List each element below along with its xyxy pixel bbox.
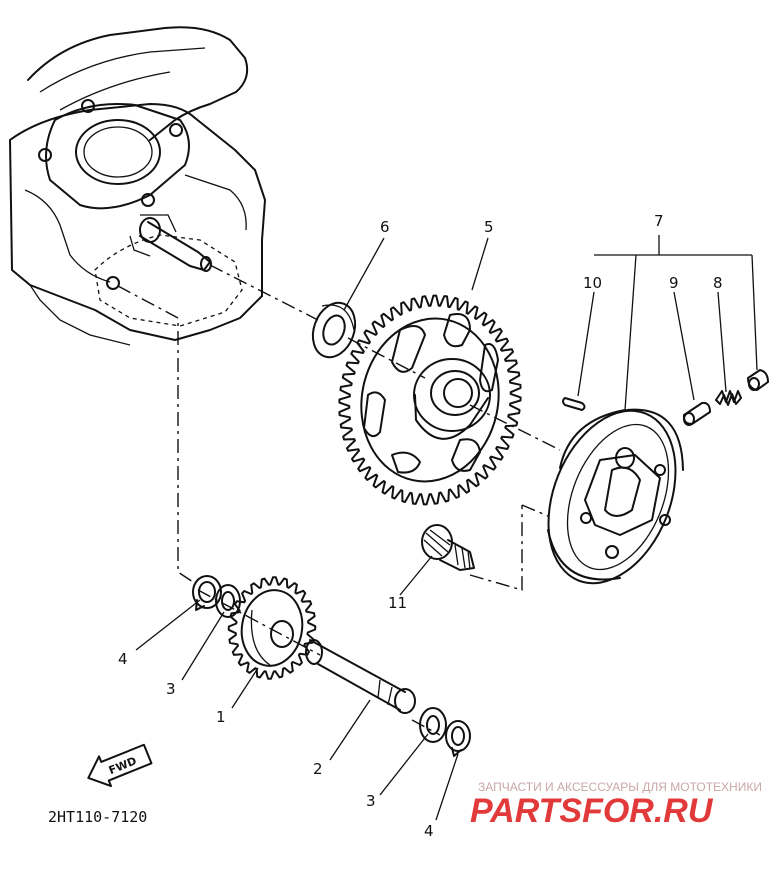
fwd-arrow: FWD: [87, 743, 153, 788]
assembly-center-lines: [117, 264, 561, 736]
callout-5: 5: [484, 218, 494, 236]
circlip-4-right: [445, 720, 471, 757]
callout-9: 9: [669, 274, 679, 292]
washer-3-right: [419, 707, 447, 743]
callout-3-right: 3: [366, 792, 376, 810]
gear-teeth-outline: [227, 576, 317, 680]
callout-2: 2: [313, 760, 323, 778]
callout-3-left: 3: [166, 680, 176, 698]
callout-7: 7: [654, 212, 664, 230]
watermark: ЗАПЧАСТИ И АКСЕССУАРЫ ДЛЯ МОТОТЕХНИКИ PA…: [470, 780, 762, 830]
callout-8: 8: [713, 274, 723, 292]
wheel-gear-5: [338, 294, 522, 506]
idler-gear-1: [227, 576, 317, 680]
roller-9: [682, 401, 711, 426]
spring-8: [715, 390, 742, 406]
callout-labels: 6 5 7 10 9 8 11 4 3 1 2 3 4: [118, 212, 723, 840]
bolt-11: [421, 524, 475, 571]
washer-6: [311, 301, 357, 359]
callout-6: 6: [380, 218, 390, 236]
callout-4-right: 4: [424, 822, 434, 840]
cap-8: [747, 369, 769, 391]
crankcase-drawing: [9, 26, 266, 346]
callout-11: 11: [388, 594, 407, 612]
callout-1: 1: [216, 708, 226, 726]
watermark-tagline: ЗАПЧАСТИ И АКСЕССУАРЫ ДЛЯ МОТОТЕХНИКИ: [478, 780, 762, 794]
roller-pin-10: [562, 397, 586, 411]
gear-teeth-outline: [338, 294, 522, 506]
crank-shaft-stub: [129, 214, 212, 272]
callout-10: 10: [583, 274, 602, 292]
cylinder-gasket: [38, 99, 190, 210]
idler-shaft-2: [305, 639, 416, 714]
leader-lines: [135, 235, 758, 821]
watermark-brand: PARTSFOR.RU: [470, 792, 714, 830]
drawing-code: 2HT110-7120: [48, 808, 147, 826]
clutch-assembly-7: [547, 408, 684, 585]
callout-4-left: 4: [118, 650, 128, 668]
